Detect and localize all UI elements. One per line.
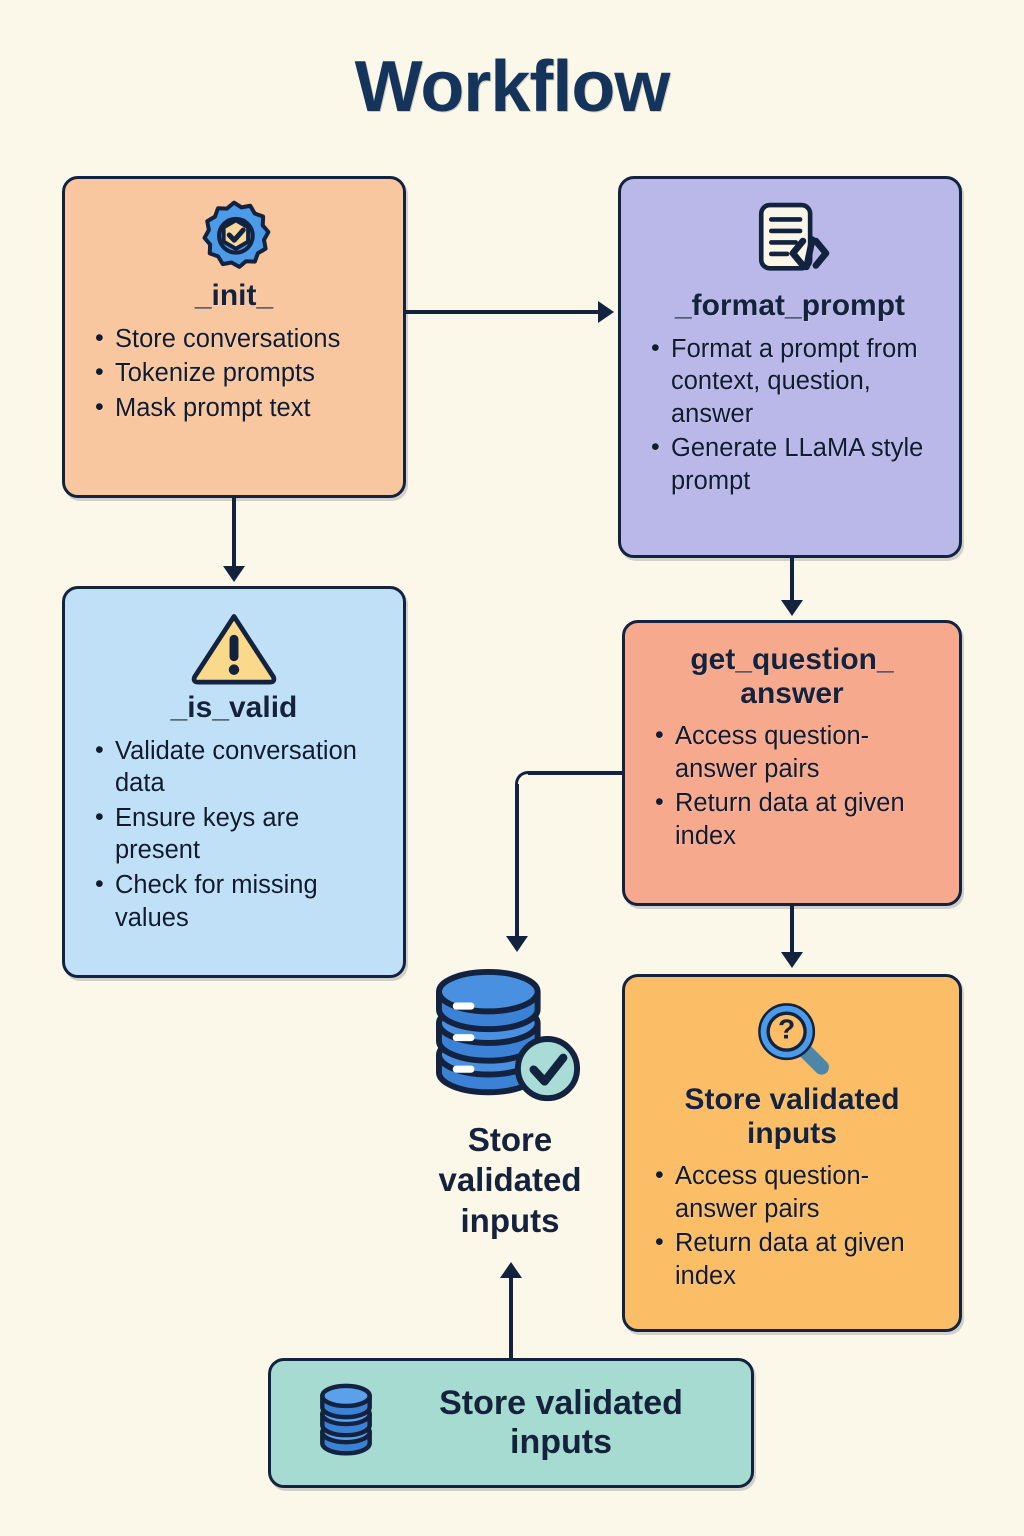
- arrowhead-teal-to-db: [500, 1262, 522, 1278]
- list-item: Format a prompt from context, question, …: [649, 332, 939, 431]
- node-is-valid[interactable]: _is_valid Validate conversation data Ens…: [62, 586, 406, 978]
- node-is-valid-title: _is_valid: [170, 691, 298, 724]
- connector-getqa-to-db-vertical: [515, 784, 519, 938]
- document-code-icon: [635, 193, 945, 289]
- list-item: Ensure keys are present: [93, 801, 383, 867]
- node-is-valid-bullets: Validate conversation data Ensure keys a…: [79, 734, 389, 935]
- node-format-prompt-bullets: Format a prompt from context, question, …: [635, 332, 945, 498]
- node-get-question-answer-title-line1: get_question_: [690, 643, 894, 676]
- page-title: Workflow: [354, 47, 671, 127]
- connector-init-to-isvalid: [232, 498, 236, 568]
- connector-getqa-to-store: [790, 906, 794, 954]
- node-store-validated-inputs-orange-bullets: Access question-answer pairs Return data…: [639, 1159, 945, 1293]
- node-init[interactable]: _init_ Store conversations Tokenize prom…: [62, 176, 406, 498]
- connector-init-to-format: [406, 310, 598, 314]
- node-format-prompt[interactable]: _format_prompt Format a prompt from cont…: [618, 176, 962, 558]
- connector-format-to-getqa: [790, 558, 794, 602]
- warning-triangle-icon: [79, 605, 389, 691]
- list-item: Tokenize prompts: [93, 356, 383, 390]
- node-get-question-answer-bullets: Access question-answer pairs Return data…: [639, 719, 945, 853]
- list-item: Access question-answer pairs: [653, 1159, 939, 1225]
- arrowhead-init-to-isvalid: [223, 566, 245, 582]
- list-item: Validate conversation data: [93, 734, 383, 800]
- node-get-question-answer-title: get_question_ answer: [639, 643, 945, 710]
- connector-teal-to-db: [509, 1276, 513, 1360]
- list-item: Store conversations: [93, 322, 383, 356]
- magnifier-question-icon: ?: [639, 991, 945, 1083]
- arrowhead-format-to-getqa: [781, 600, 803, 616]
- database-icon: [313, 1382, 379, 1465]
- gear-check-icon: [79, 195, 389, 279]
- node-store-validated-inputs-db[interactable]: Store validated inputs: [404, 966, 616, 1241]
- list-item: Return data at given index: [653, 1226, 939, 1292]
- arrowhead-getqa-to-db: [506, 936, 528, 952]
- list-item: Return data at given index: [653, 786, 939, 852]
- connector-getqa-to-db-horizontal: [528, 771, 624, 775]
- node-store-validated-inputs-teal[interactable]: Store validated inputs: [268, 1358, 754, 1488]
- svg-text:?: ?: [778, 1012, 795, 1044]
- list-item: Generate LLaMA style prompt: [649, 431, 939, 497]
- node-get-question-answer[interactable]: get_question_ answer Access question-ans…: [622, 620, 962, 906]
- node-init-title: _init_: [194, 279, 274, 312]
- list-item: Access question-answer pairs: [653, 719, 939, 785]
- arrowhead-init-to-format: [598, 301, 614, 323]
- list-item: Mask prompt text: [93, 391, 383, 425]
- node-init-bullets: Store conversations Tokenize prompts Mas…: [79, 322, 389, 425]
- node-format-prompt-title: _format_prompt: [674, 289, 906, 322]
- node-store-validated-inputs-orange[interactable]: ? Store validated inputs Access question…: [622, 974, 962, 1332]
- database-check-icon: [404, 966, 616, 1112]
- node-store-validated-inputs-orange-title: Store validated inputs: [684, 1083, 900, 1150]
- connector-getqa-to-db-corner: [515, 771, 532, 788]
- node-get-question-answer-title-line2: answer: [740, 676, 844, 710]
- node-store-validated-inputs-teal-label: Store validated inputs: [439, 1383, 683, 1461]
- list-item: Check for missing values: [93, 868, 383, 934]
- node-store-validated-inputs-db-label: Store validated inputs: [438, 1121, 582, 1239]
- arrowhead-getqa-to-store: [781, 952, 803, 968]
